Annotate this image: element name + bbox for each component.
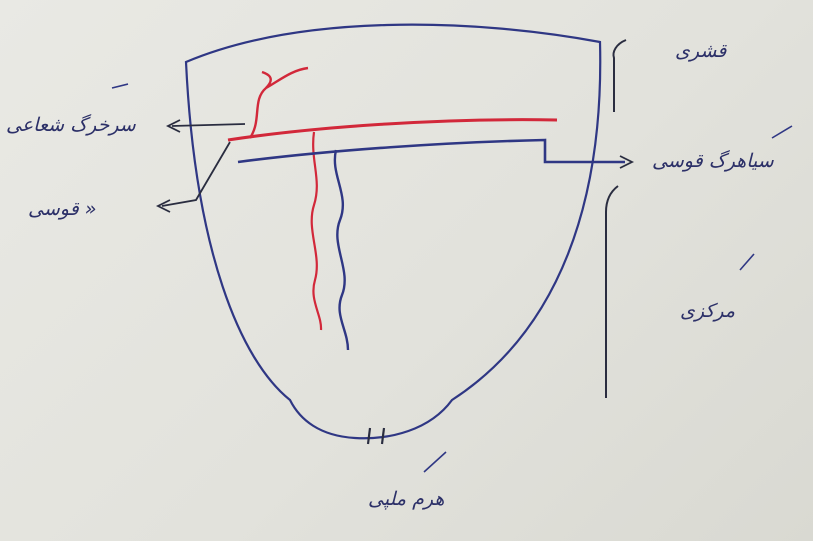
label-stroke-radiate [111, 83, 129, 89]
vein-arrowhead [619, 155, 635, 169]
arcuate-artery-label: « قوسی [28, 198, 97, 220]
papilla-tick-left [366, 427, 372, 445]
arcuate-vein-line [237, 138, 625, 164]
arcuate-arrow [161, 141, 231, 207]
arcuate-artery-line [227, 118, 558, 142]
red-wavy-vessel [310, 131, 323, 331]
blue-wavy-vessel [333, 149, 350, 351]
arcuate-arrowhead [155, 199, 171, 213]
cortex-bracket [612, 39, 627, 112]
label-stroke-vein [771, 125, 793, 139]
label-stroke-medulla [739, 253, 755, 271]
radiate-arrow [171, 123, 246, 127]
label-stroke-pyramid [423, 451, 447, 473]
medulla-label: مرکزی [680, 300, 736, 322]
pyramid-outline [184, 23, 602, 440]
arcuate-vein-label: سیاهرگ قوسی [652, 150, 774, 172]
papilla-tick-right [380, 427, 386, 445]
pyramid-label: هرم ملپی [368, 488, 445, 510]
radiate-artery-label: سرخرگ شعاعی [6, 114, 136, 136]
radiate-artery-line [248, 66, 309, 139]
radiate-arrowhead [165, 119, 181, 133]
medulla-bracket [605, 185, 619, 398]
cortex-label: قشری [675, 40, 727, 62]
